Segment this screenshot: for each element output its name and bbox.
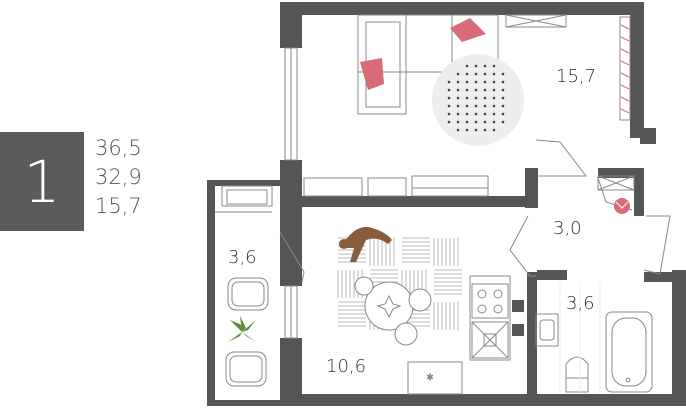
toilet [565, 356, 589, 393]
rug-dot [456, 88, 460, 92]
rug-dot [492, 128, 496, 132]
rug-dot [483, 104, 487, 108]
rug-dot [483, 112, 487, 116]
room-area-balcony: 3,6 [228, 247, 257, 268]
rug-dot [474, 104, 478, 108]
balcony-door [279, 231, 305, 283]
rug-dot [456, 128, 460, 132]
rug-dot [501, 96, 505, 100]
radiator-and-desk [303, 175, 489, 197]
rug-round [432, 54, 524, 146]
tv-unit [505, 14, 567, 28]
rug-dot [492, 80, 496, 84]
rug-dot [483, 72, 487, 76]
rug-dot [447, 120, 451, 124]
rug-dot [483, 64, 487, 68]
living-area: 32,9 [95, 165, 142, 189]
rug-dot [465, 120, 469, 124]
pillows [360, 18, 486, 90]
room-area-bathroom: 3,6 [566, 293, 595, 314]
dining-table [354, 276, 432, 346]
windows [284, 47, 298, 339]
bathtub [605, 311, 653, 393]
balcony-furniture [215, 185, 273, 387]
rug-dot [483, 88, 487, 92]
rug-dot [456, 104, 460, 108]
rug-dot [465, 128, 469, 132]
rug-dot [465, 72, 469, 76]
rug-dot [501, 120, 505, 124]
rug-dot [474, 88, 478, 92]
rug-dot [492, 120, 496, 124]
total-area: 36,5 [95, 136, 142, 160]
rug-dot [447, 112, 451, 116]
rug-dot [492, 96, 496, 100]
rug-dot [447, 88, 451, 92]
rug-dot [465, 104, 469, 108]
rug-dot [465, 96, 469, 100]
rug-dot [465, 80, 469, 84]
stove-unit: * [407, 275, 511, 395]
rug-dot [447, 104, 451, 108]
rug-dot [501, 80, 505, 84]
rooms-badge: 1 [0, 132, 84, 231]
rug-dot [483, 128, 487, 132]
rug-dot [492, 112, 496, 116]
boiler [614, 198, 630, 214]
room-area: 15,7 [95, 194, 142, 218]
rug-dot [483, 96, 487, 100]
rug-dot [492, 104, 496, 108]
hall-box [597, 175, 635, 191]
rug-dot [474, 120, 478, 124]
rug-dot [474, 128, 478, 132]
rug-dot [465, 64, 469, 68]
rug-dot [483, 80, 487, 84]
rug-dot [492, 72, 496, 76]
bath-partition [512, 300, 524, 336]
cat [339, 226, 392, 262]
rug-dot [474, 72, 478, 76]
rug-dot [492, 88, 496, 92]
area-summary: 36,5 32,9 15,7 [95, 134, 142, 221]
sink [535, 313, 559, 347]
rug-dot [501, 72, 505, 76]
rug-dot [483, 120, 487, 124]
rug-dot [501, 112, 505, 116]
rug-dot [474, 64, 478, 68]
rug-dot [456, 112, 460, 116]
rug-dot [456, 96, 460, 100]
rug-dot [474, 80, 478, 84]
rug-dot [447, 96, 451, 100]
rug-dot [465, 112, 469, 116]
rug-dot [447, 80, 451, 84]
rug-dot [456, 72, 460, 76]
room-area-hall: 3,0 [553, 218, 582, 239]
wardrobe-hangers [620, 24, 630, 114]
rug-dot [456, 120, 460, 124]
rug-dot [501, 88, 505, 92]
walls [207, 2, 686, 406]
sofa [357, 14, 499, 115]
plant [228, 316, 256, 342]
rooms-count: 1 [23, 147, 61, 216]
rug-dot [501, 104, 505, 108]
bath-grid [559, 282, 601, 392]
rug-dot [456, 80, 460, 84]
svg-text:*: * [427, 372, 433, 386]
room-area-kitchen: 10,6 [326, 356, 366, 377]
wardrobe [619, 16, 631, 121]
rug-dot [492, 64, 496, 68]
rug-dot [474, 112, 478, 116]
room-area-bedroom: 15,7 [556, 66, 596, 87]
rug-dot [474, 96, 478, 100]
rug-dot [465, 88, 469, 92]
